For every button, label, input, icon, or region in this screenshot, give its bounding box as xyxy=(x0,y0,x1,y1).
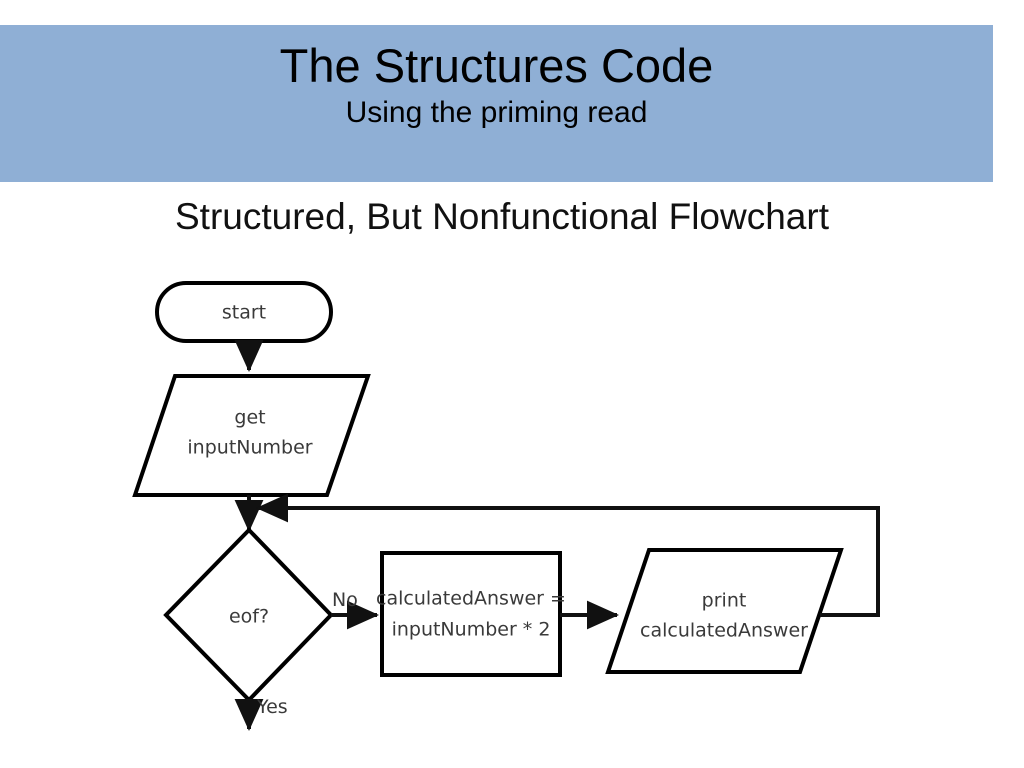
output-parallelogram-shape xyxy=(605,548,844,674)
node-start: start xyxy=(155,281,333,343)
node-decision: eof? xyxy=(163,527,334,703)
input-parallelogram-shape xyxy=(132,374,371,497)
edge-loop-back xyxy=(256,493,880,617)
input-label-line2: inputNumber xyxy=(187,437,312,459)
start-terminal-label: start xyxy=(222,302,266,324)
process-label-line2: inputNumber * 2 xyxy=(392,619,551,641)
page-subtitle: Using the priming read xyxy=(345,96,648,130)
process-rect-shape xyxy=(380,551,562,677)
node-output: print calculatedAnswer xyxy=(605,548,844,674)
edge-label-no: No xyxy=(332,589,358,611)
output-label-line1: print xyxy=(702,590,747,612)
process-label-line1: calculatedAnswer = xyxy=(376,588,566,610)
page-title: The Structures Code xyxy=(279,39,714,92)
edge-label-yes: Yes xyxy=(256,696,288,718)
node-input: get inputNumber xyxy=(132,374,371,497)
output-label-line2: calculatedAnswer xyxy=(640,620,808,642)
flowchart-svg: start get inputNumber eof? No Yes calcul… xyxy=(132,281,880,731)
flowchart-diagram: start get inputNumber eof? No Yes calcul… xyxy=(0,258,1024,768)
node-process: calculatedAnswer = inputNumber * 2 xyxy=(376,551,566,677)
title-banner: The Structures Code Using the priming re… xyxy=(0,25,993,182)
decision-label: eof? xyxy=(229,606,269,628)
input-label-line1: get xyxy=(234,407,265,429)
slide-heading: Structured, But Nonfunctional Flowchart xyxy=(175,196,829,237)
